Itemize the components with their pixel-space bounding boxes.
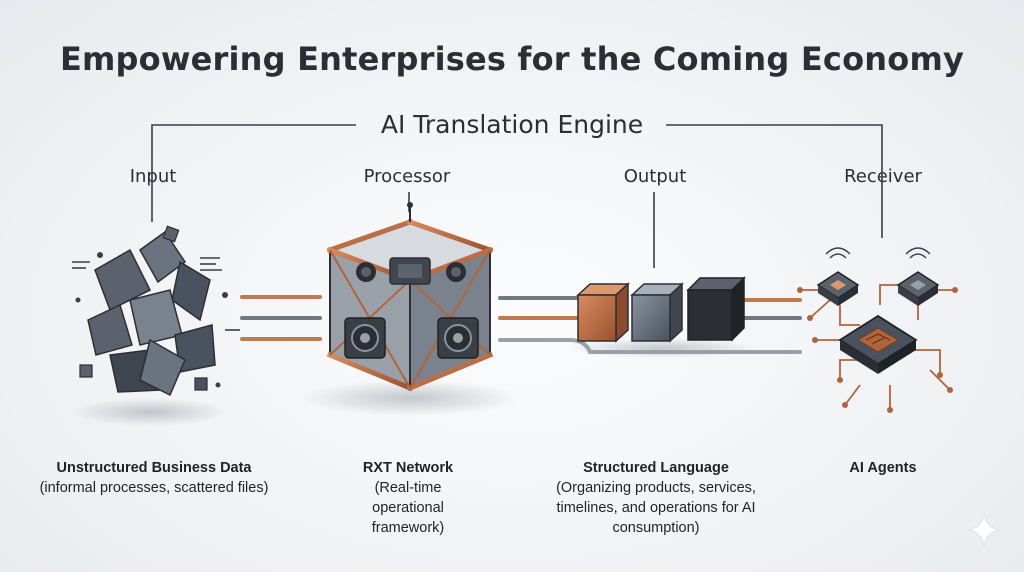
chip-large xyxy=(838,314,918,374)
caption-input-subtitle: (informal processes, scattered files) xyxy=(39,480,269,496)
block-copper xyxy=(576,282,630,343)
engine-label: AI Translation Engine xyxy=(380,110,644,139)
caption-output: Structured Language (Organizing products… xyxy=(536,458,776,538)
caption-output-subtitle: (Organizing products, services, timeline… xyxy=(556,480,756,536)
block-slate xyxy=(630,282,684,343)
stage-label-input: Input xyxy=(129,166,177,187)
block-dark xyxy=(686,276,746,342)
chip-small-right xyxy=(896,271,940,306)
caption-processor-subtitle: (Real-time operational framework) xyxy=(371,480,445,536)
sparkle-icon xyxy=(967,513,1001,547)
data-fragments-icon xyxy=(70,225,240,426)
page-title: Empowering Enterprises for the Coming Ec… xyxy=(59,40,965,78)
stage-label-receiver: Receiver xyxy=(844,166,922,187)
caption-processor-title: RXT Network xyxy=(362,460,454,476)
caption-processor: RXT Network (Real-time operational frame… xyxy=(290,458,526,538)
structured-blocks-icon xyxy=(567,276,757,358)
stage-label-processor: Processor xyxy=(363,166,451,187)
engine-bracket xyxy=(151,124,883,268)
caption-output-title: Structured Language xyxy=(583,460,729,476)
stage-label-output: Output xyxy=(623,166,687,187)
connector-pipes xyxy=(240,295,802,354)
caption-input: Unstructured Business Data (informal pro… xyxy=(34,458,274,498)
caption-receiver: AI Agents xyxy=(763,458,1003,478)
caption-input-title: Unstructured Business Data xyxy=(56,460,252,476)
caption-receiver-title: AI Agents xyxy=(849,460,917,476)
ai-chip-icon xyxy=(797,247,958,413)
chip-small-left xyxy=(816,271,860,306)
processor-cube-icon xyxy=(300,202,520,416)
wifi-signal-icon xyxy=(825,247,931,259)
